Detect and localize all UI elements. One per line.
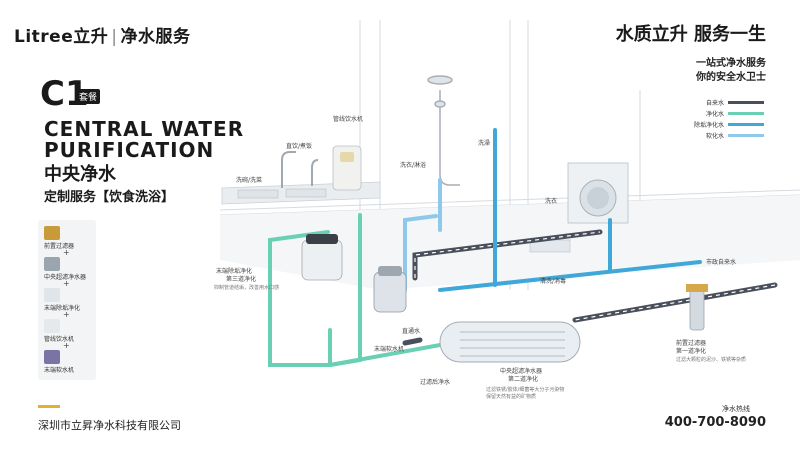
terminal-scale-device [301, 234, 343, 281]
slogan-sub-2: 你的安全水卫士 [696, 72, 766, 83]
pipe-municipal-dash [414, 231, 776, 321]
label-uf-stage: 第二道净化 [508, 376, 539, 383]
product-label: 前置过滤器 [44, 243, 75, 250]
footer-accent-line [38, 405, 60, 408]
legend-swatch [728, 112, 764, 115]
slogan: 水质立升 服务一生 [615, 24, 766, 45]
product-icon [44, 226, 60, 240]
hotline-label: 净水热线 [722, 405, 750, 413]
product-icon [44, 319, 60, 333]
label-pre-name: 前置过滤器 [676, 340, 707, 347]
brand-suffix: 净水服务 [120, 27, 191, 47]
label-wash-bath: 洗衣/淋浴 [400, 162, 427, 169]
label-filtered: 过滤后净水 [420, 379, 451, 386]
product-label: 中央超滤净水器 [44, 274, 87, 281]
legend-label: 净化水 [705, 111, 724, 118]
product-icon [44, 257, 60, 271]
legend-label: 软化水 [705, 133, 724, 140]
product-label: 末端软水机 [44, 367, 75, 374]
pipe-purified [268, 213, 442, 367]
label-sink-wash: 洗碗/洗菜 [236, 177, 263, 184]
label-pre-stage: 第一道净化 [676, 348, 707, 355]
legend-label: 除垢净化水 [693, 122, 724, 129]
brand-name: Litree立升 [14, 27, 109, 47]
label-terminal-scale-sub: 第三道净化 [226, 276, 257, 283]
label-drink-cook: 直饮/煮饭 [286, 143, 313, 150]
legend-swatch [728, 134, 764, 137]
washing-machine [567, 162, 629, 224]
plus-sign: + [63, 341, 70, 350]
pipeline-dispenser [332, 145, 362, 191]
pipe-soft [403, 178, 442, 292]
shower [427, 75, 460, 186]
hotline-number: 400-700-8090 [664, 415, 766, 430]
label-clean-wash: 清洗/消毒 [540, 278, 567, 285]
label-uf-desc1: 过滤铁锈/胶体/细菌等大分子污染物 [486, 387, 565, 393]
label-softener: 末端软水机 [374, 346, 405, 353]
title-cn-line2: 定制服务【饮食洗浴】 [44, 190, 175, 205]
plus-sign: + [63, 310, 70, 319]
title-cn-line1: 中央净水 [44, 164, 116, 185]
brand-logo: Litree立升|净水服务 [14, 27, 191, 47]
label-shower: 洗澡 [478, 140, 491, 147]
label-laundry: 洗衣 [545, 198, 558, 205]
package-badge: 套餐 [76, 89, 101, 104]
label-pre-desc: 过滤大颗粒的泥沙、铁锈等杂质 [676, 357, 747, 363]
uf-purifier [439, 321, 581, 363]
product-icon [44, 350, 60, 364]
label-pipe-dispenser: 管线饮水机 [333, 116, 364, 123]
title-en-line1: CENTRAL WATER [44, 117, 245, 141]
legend-item: 除垢净化水 [694, 120, 764, 129]
plus-sign: + [63, 248, 70, 257]
label-terminal-scale: 末端除垢净化 [216, 268, 253, 275]
legend-item: 自来水 [706, 98, 764, 107]
label-terminal-scale-desc: 抑制管道结垢，改善用水口感 [214, 285, 280, 291]
product-icon [44, 288, 60, 302]
legend-swatch [728, 101, 764, 104]
title-en-line2: PURIFICATION [44, 138, 215, 162]
product-label: 末端除垢净化 [44, 305, 81, 312]
softener-device [373, 266, 407, 313]
slogan-sub-1: 一站式净水服务 [696, 58, 766, 69]
legend-label: 自来水 [705, 100, 724, 107]
label-uf-desc2: 保留天然有益的矿物质 [486, 394, 537, 400]
product-label: 管线饮水机 [44, 336, 75, 343]
legend-swatch [728, 123, 764, 126]
legend-item: 软化水 [706, 131, 764, 140]
company-name: 深圳市立昇净水科技有限公司 [38, 419, 181, 432]
plus-sign: + [63, 279, 70, 288]
pre-filter [686, 284, 708, 331]
pipe-scale [438, 128, 702, 292]
label-uf-name: 中央超滤净水器 [500, 368, 543, 375]
label-municipal: 市政自来水 [706, 259, 737, 266]
legend-item: 净化水 [706, 109, 764, 118]
label-direct-water: 直通水 [402, 328, 421, 335]
